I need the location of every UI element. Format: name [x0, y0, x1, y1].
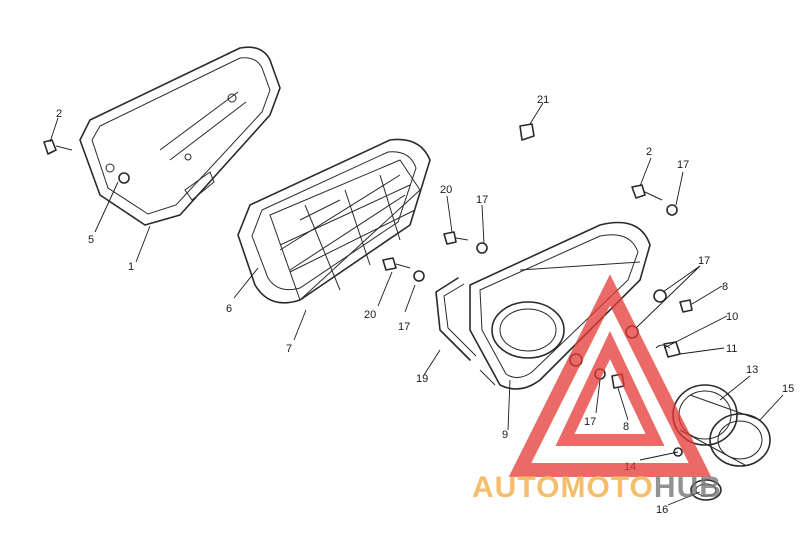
- part-9-air-box: [469, 221, 651, 390]
- callout-2-right: 2: [646, 146, 652, 158]
- watermark-moto: MOTO: [560, 471, 653, 504]
- callout-9: 9: [502, 429, 508, 441]
- callout-13: 13: [746, 364, 758, 376]
- callout-20-left: 20: [364, 309, 376, 321]
- callout-8-right: 8: [722, 281, 728, 293]
- callout-17-right: 17: [677, 159, 689, 171]
- part-21-clip: [519, 123, 535, 141]
- callout-1: 1: [128, 261, 134, 273]
- watermark-logo: AUTOMOTOHUB: [472, 274, 722, 504]
- callout-11: 11: [726, 343, 737, 355]
- callout-17-top: 17: [476, 194, 488, 206]
- callout-21: 21: [537, 94, 549, 106]
- part-6-filter-element: [237, 138, 431, 304]
- callout-8-bottom: 8: [623, 421, 629, 433]
- callout-17-left: 17: [398, 321, 410, 333]
- part-15-filter-cap: [679, 394, 771, 467]
- callout-15: 15: [782, 383, 794, 395]
- callout-17-cluster: 17: [698, 255, 710, 267]
- callout-5: 5: [88, 234, 94, 246]
- part-19-hose: [435, 277, 477, 361]
- watermark-hub: HUB: [654, 471, 722, 504]
- callout-20-top: 20: [440, 184, 452, 196]
- callout-7: 7: [286, 343, 292, 355]
- part-5-grommet: [105, 163, 130, 184]
- callout-16: 16: [656, 504, 668, 516]
- leader-lines: [49, 102, 784, 506]
- callout-19: 19: [416, 373, 428, 385]
- watermark-triangle-inner: [555, 330, 665, 446]
- callout-6: 6: [226, 303, 232, 315]
- part-2-bolt-left: [43, 139, 73, 155]
- callout-17-bottom: 17: [584, 416, 596, 428]
- watermark-triangle-outer: [508, 274, 712, 477]
- part-16-clamp-ring: [690, 479, 722, 501]
- callout-labels: 1 2 5 6 7 20 17 20 17 21 2 17 17 8 10 11…: [56, 94, 794, 516]
- svg-text:AUTOMOTOHUB: AUTOMOTOHUB: [472, 471, 722, 504]
- part-1-outer-cover: [79, 46, 281, 226]
- callout-10: 10: [726, 311, 738, 323]
- watermark-auto: AUTO: [472, 471, 560, 504]
- part-7-wire-frame: [269, 159, 421, 301]
- callout-2-left: 2: [56, 108, 62, 120]
